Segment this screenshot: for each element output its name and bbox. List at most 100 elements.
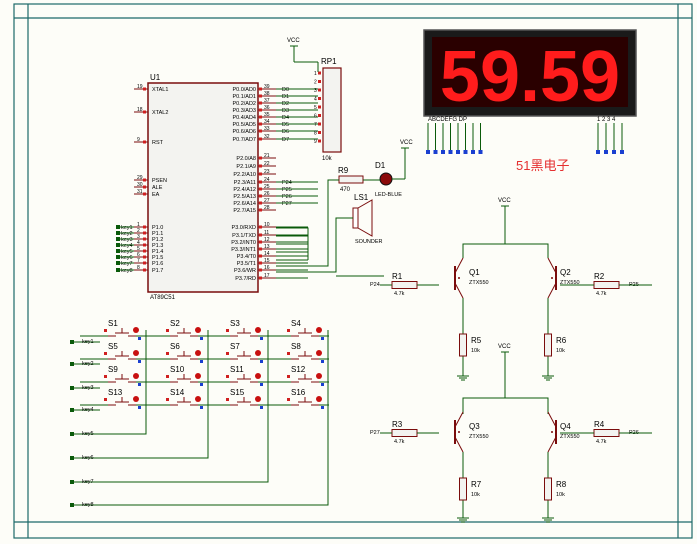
switch-s14[interactable]: S14 — [166, 388, 208, 409]
switch-s3[interactable]: S3 — [226, 319, 268, 340]
buzzer-part: SOUNDER — [355, 239, 383, 245]
switch-s4[interactable]: S4 — [287, 319, 329, 340]
switch-s10[interactable]: S10 — [166, 365, 208, 386]
mcu-pin-num: 19 — [137, 84, 143, 90]
led-d1[interactable]: D1 LED-BLUE VCC — [375, 140, 413, 198]
switch-s1[interactable]: S1 — [104, 319, 146, 340]
mcu-pin-num: 9 — [137, 137, 140, 143]
buzzer-ls1[interactable]: LS1 SOUNDER — [352, 193, 383, 245]
switch-indicator — [133, 373, 139, 379]
switch-s11[interactable]: S11 — [226, 365, 268, 386]
buzzer-body[interactable] — [352, 207, 359, 229]
switch-s16[interactable]: S16 — [287, 388, 329, 409]
key-net-label: key8 — [82, 502, 94, 508]
mcu-pin-num: 22 — [264, 161, 270, 167]
switch-s12[interactable]: S12 — [287, 365, 329, 386]
switch-ref: S16 — [291, 388, 306, 397]
switch-s2[interactable]: S2 — [166, 319, 208, 340]
pin-marker — [259, 194, 262, 198]
switch-s5[interactable]: S5 — [104, 342, 146, 363]
pin-marker — [318, 131, 321, 134]
mcu-pin-name: P3.7/RD — [235, 276, 256, 282]
switch-s15[interactable]: S15 — [226, 388, 268, 409]
pin-marker — [200, 383, 203, 386]
rp1-ref: RP1 — [321, 57, 337, 66]
rp1-pin-num: 1 — [314, 71, 317, 77]
mcu-pin-num: 18 — [137, 107, 143, 113]
display-pin-probe — [456, 150, 460, 154]
switch-s7[interactable]: S7 — [226, 342, 268, 363]
display-pin-probe — [471, 150, 475, 154]
led-body[interactable] — [379, 172, 393, 186]
r9-resistor[interactable]: R9 470 — [338, 166, 364, 193]
rp1-body[interactable] — [322, 67, 342, 153]
key-net-key6: key6 — [70, 455, 100, 461]
seven-segment-display[interactable]: 59.59 ABCDEFG DP 1 2 3 4 — [423, 29, 637, 154]
switch-s13[interactable]: S13 — [104, 388, 146, 409]
pin-marker — [143, 231, 146, 235]
r9-body[interactable] — [338, 175, 364, 184]
switch-s8[interactable]: S8 — [287, 342, 329, 363]
mcu-body[interactable] — [147, 82, 259, 293]
key-net-key8: key8 — [70, 502, 100, 508]
switch-s9[interactable]: S9 — [104, 365, 146, 386]
switch-ref: S7 — [230, 342, 240, 351]
rp1-pin-num: 6 — [314, 114, 317, 120]
pin-marker — [143, 185, 146, 189]
switch-s6[interactable]: S6 — [166, 342, 208, 363]
mcu-pin-num: 31 — [137, 189, 143, 195]
